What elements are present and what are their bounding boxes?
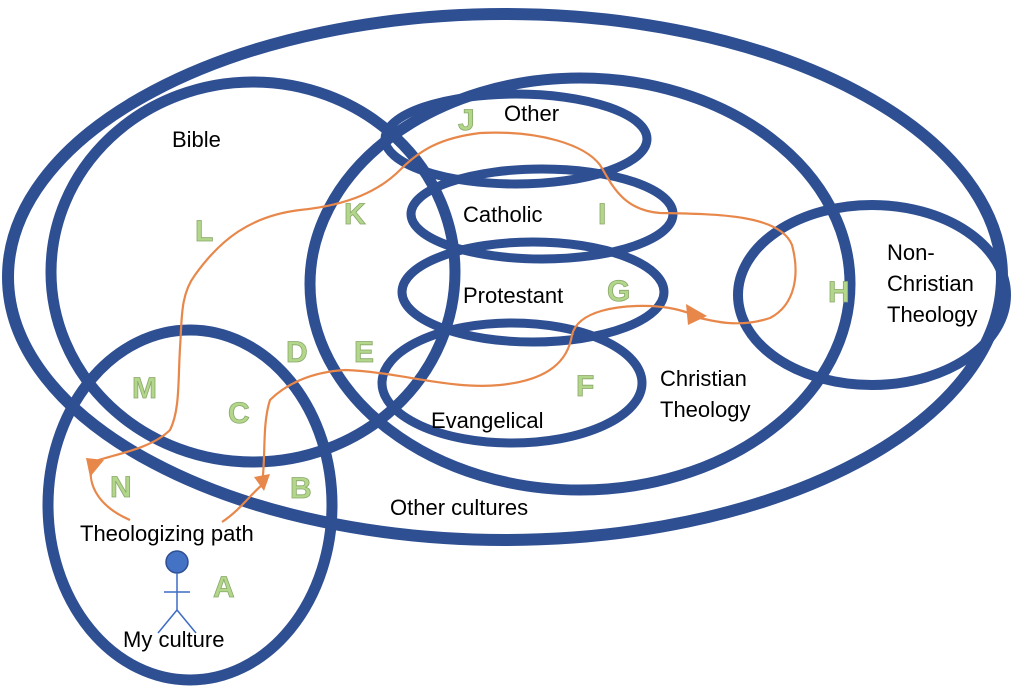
other-ellipse: [380, 89, 652, 189]
point-label-j: J: [458, 104, 475, 137]
label-protestant: Protestant: [463, 283, 563, 308]
arrowhead-b: [254, 474, 270, 491]
arrowhead-n: [86, 458, 104, 477]
label-non-christian-theology: Non- Christian Theology: [887, 240, 980, 327]
label-other: Other: [504, 101, 559, 126]
point-label-a: A: [213, 571, 235, 604]
label-my-culture: My culture: [123, 627, 224, 652]
label-bible: Bible: [172, 127, 221, 152]
non-christian-theology-ellipse: [733, 200, 1011, 390]
point-label-n: N: [110, 471, 132, 504]
point-label-c: C: [228, 397, 250, 430]
point-label-m: M: [132, 372, 157, 405]
my-culture-ellipse: [42, 324, 338, 686]
point-label-l: L: [195, 215, 213, 248]
point-label-h: H: [828, 276, 850, 309]
point-label-b: B: [290, 472, 312, 505]
bible-ellipse: [45, 76, 461, 468]
label-theologizing-path: Theologizing path: [80, 521, 254, 546]
point-label-f: F: [576, 370, 594, 403]
point-label-d: D: [286, 336, 308, 369]
evangelical-ellipse: [377, 318, 647, 448]
theologizing-path-line-2: [92, 131, 797, 464]
point-label-i: I: [598, 198, 606, 231]
theologizing-path-line: [221, 304, 693, 523]
label-evangelical: Evangelical: [431, 408, 544, 433]
protestant-ellipse: [397, 237, 669, 347]
person-icon: [157, 550, 197, 634]
point-label-k: K: [344, 198, 366, 231]
label-catholic: Catholic: [463, 202, 542, 227]
point-label-g: G: [607, 275, 630, 308]
christian-theology-ellipse: [304, 72, 856, 496]
label-other-cultures: Other cultures: [390, 495, 528, 520]
arrowhead-g: [686, 304, 707, 325]
label-christian-theology: Christian Theology: [660, 366, 753, 422]
point-label-e: E: [354, 336, 374, 369]
